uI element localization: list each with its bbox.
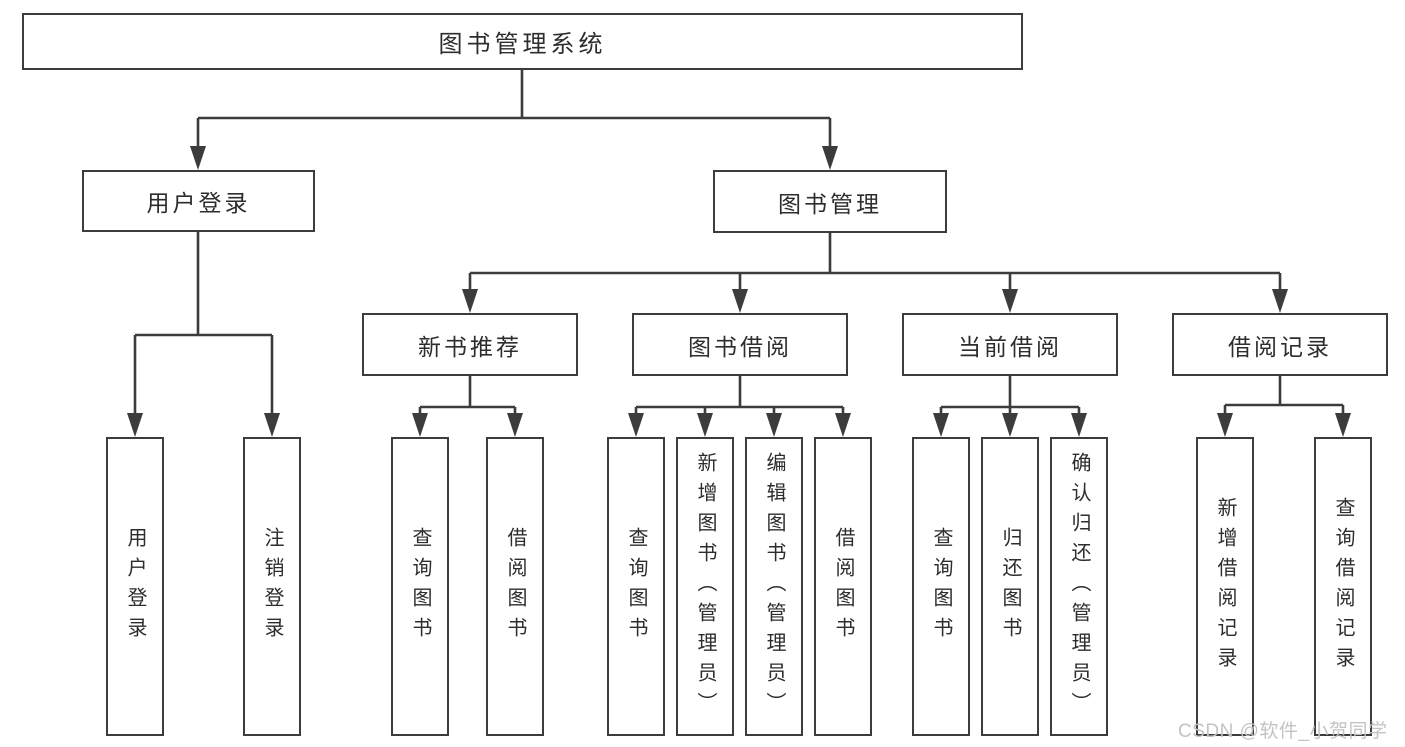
node-label: 新增图书（管理员）	[694, 451, 716, 722]
node-borrow-records: 借阅记录	[1172, 313, 1388, 376]
leaf-query-book-current: 查询图书	[912, 437, 970, 736]
node-user-login: 用户登录	[82, 170, 315, 232]
node-label: 编辑图书（管理员）	[763, 451, 785, 722]
connector-book-borrow-children	[634, 376, 845, 418]
node-label: 查询借阅记录	[1332, 496, 1354, 677]
node-library-management-system: 图书管理系统	[22, 13, 1023, 70]
arrowheads	[127, 146, 1351, 437]
leaf-borrow-book: 借阅图书	[814, 437, 872, 736]
connector-book-management-children	[468, 233, 1282, 292]
node-current-borrow: 当前借阅	[902, 313, 1118, 376]
node-label: 确认归还（管理员）	[1068, 451, 1090, 722]
node-label: 用户登录	[146, 190, 251, 216]
node-book-management: 图书管理	[713, 170, 947, 233]
node-label: 用户登录	[124, 526, 146, 647]
node-label: 图书管理	[778, 190, 882, 217]
node-label: 查询图书	[409, 526, 431, 647]
node-label: 查询图书	[625, 526, 647, 647]
node-label: 借阅图书	[504, 526, 526, 647]
connector-current-borrow-children	[939, 376, 1081, 418]
csdn-watermark: CSDN @软件_小贺同学	[1178, 721, 1388, 742]
leaf-query-book-borrow: 查询图书	[607, 437, 665, 736]
node-label: 查询图书	[930, 526, 952, 647]
leaf-user-login: 用户登录	[106, 437, 164, 736]
node-label: 注销登录	[261, 526, 283, 647]
leaf-confirm-return-admin: 确认归还（管理员）	[1050, 437, 1108, 736]
node-book-borrow: 图书借阅	[632, 313, 848, 376]
node-label: 新书推荐	[418, 333, 522, 360]
leaf-add-book-admin: 新增图书（管理员）	[676, 437, 734, 736]
connector-user-login-children	[133, 232, 274, 416]
node-new-book-recommend: 新书推荐	[362, 313, 578, 376]
node-label: 借阅图书	[832, 526, 854, 647]
leaf-query-borrow-record: 查询借阅记录	[1314, 437, 1372, 736]
leaf-return-book: 归还图书	[981, 437, 1039, 736]
connector-root-to-level2	[196, 70, 832, 148]
leaf-add-borrow-record: 新增借阅记录	[1196, 437, 1254, 736]
leaf-borrow-book-recommend: 借阅图书	[486, 437, 544, 736]
node-label: 当前借阅	[958, 333, 1062, 360]
node-label: 图书管理系统	[438, 31, 607, 58]
connector-new-book-children	[418, 376, 517, 418]
leaf-edit-book-admin: 编辑图书（管理员）	[745, 437, 803, 736]
connector-borrow-records-children	[1223, 376, 1345, 418]
leaf-logout: 注销登录	[243, 437, 301, 736]
leaf-query-book-recommend: 查询图书	[391, 437, 449, 736]
node-label: 归还图书	[999, 526, 1021, 647]
node-label: 图书借阅	[688, 333, 792, 360]
node-label: 新增借阅记录	[1214, 496, 1236, 677]
node-label: 借阅记录	[1228, 333, 1332, 360]
